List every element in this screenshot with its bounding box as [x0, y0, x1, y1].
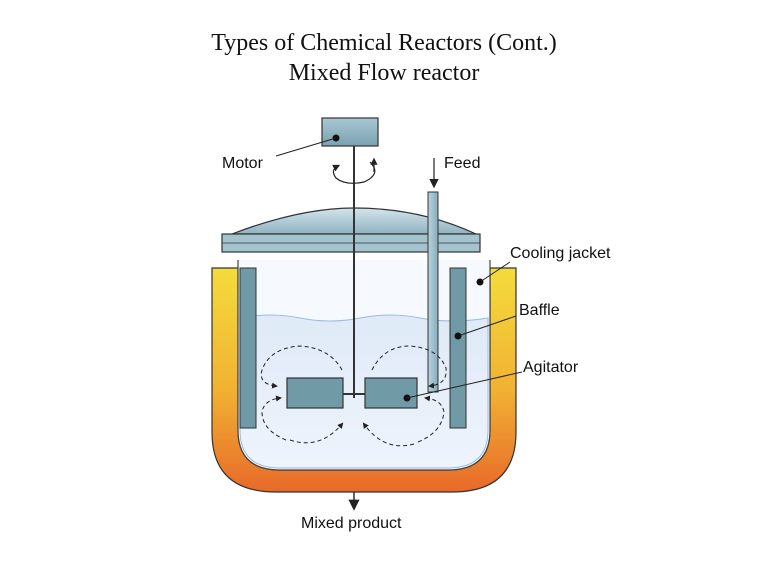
baffle-left	[239, 267, 257, 429]
slide-title: Types of Chemical Reactors (Cont.)	[211, 30, 557, 56]
baffle-right	[449, 267, 467, 429]
label-cooling-jacket: Cooling jacket	[510, 245, 611, 262]
label-feed: Feed	[444, 155, 480, 172]
flow-circulation	[260, 345, 447, 447]
slide-subtitle: Mixed Flow reactor	[288, 60, 480, 86]
label-mixed-product: Mixed product	[301, 515, 402, 532]
rotation-arrow	[332, 161, 376, 184]
feed-pipe	[427, 191, 439, 393]
impeller-blade-right	[364, 377, 418, 409]
motor	[321, 117, 379, 147]
label-agitator: Agitator	[523, 359, 579, 376]
impeller-blade-left	[286, 377, 344, 409]
label-baffle: Baffle	[519, 302, 560, 319]
label-motor: Motor	[222, 155, 264, 172]
